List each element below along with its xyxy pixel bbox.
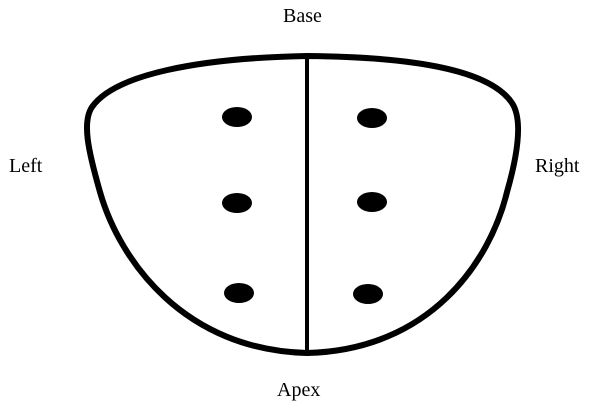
dot-left-middle	[222, 193, 252, 213]
dot-right-top	[357, 108, 387, 128]
left-label: Left	[9, 156, 42, 176]
dot-right-bottom	[353, 284, 383, 304]
right-label: Right	[535, 156, 579, 176]
apex-label: Apex	[277, 380, 320, 400]
dot-left-bottom	[224, 283, 254, 303]
dot-right-middle	[357, 192, 387, 212]
base-label: Base	[283, 6, 322, 26]
bowl-outline	[87, 56, 518, 353]
dot-left-top	[222, 107, 252, 127]
